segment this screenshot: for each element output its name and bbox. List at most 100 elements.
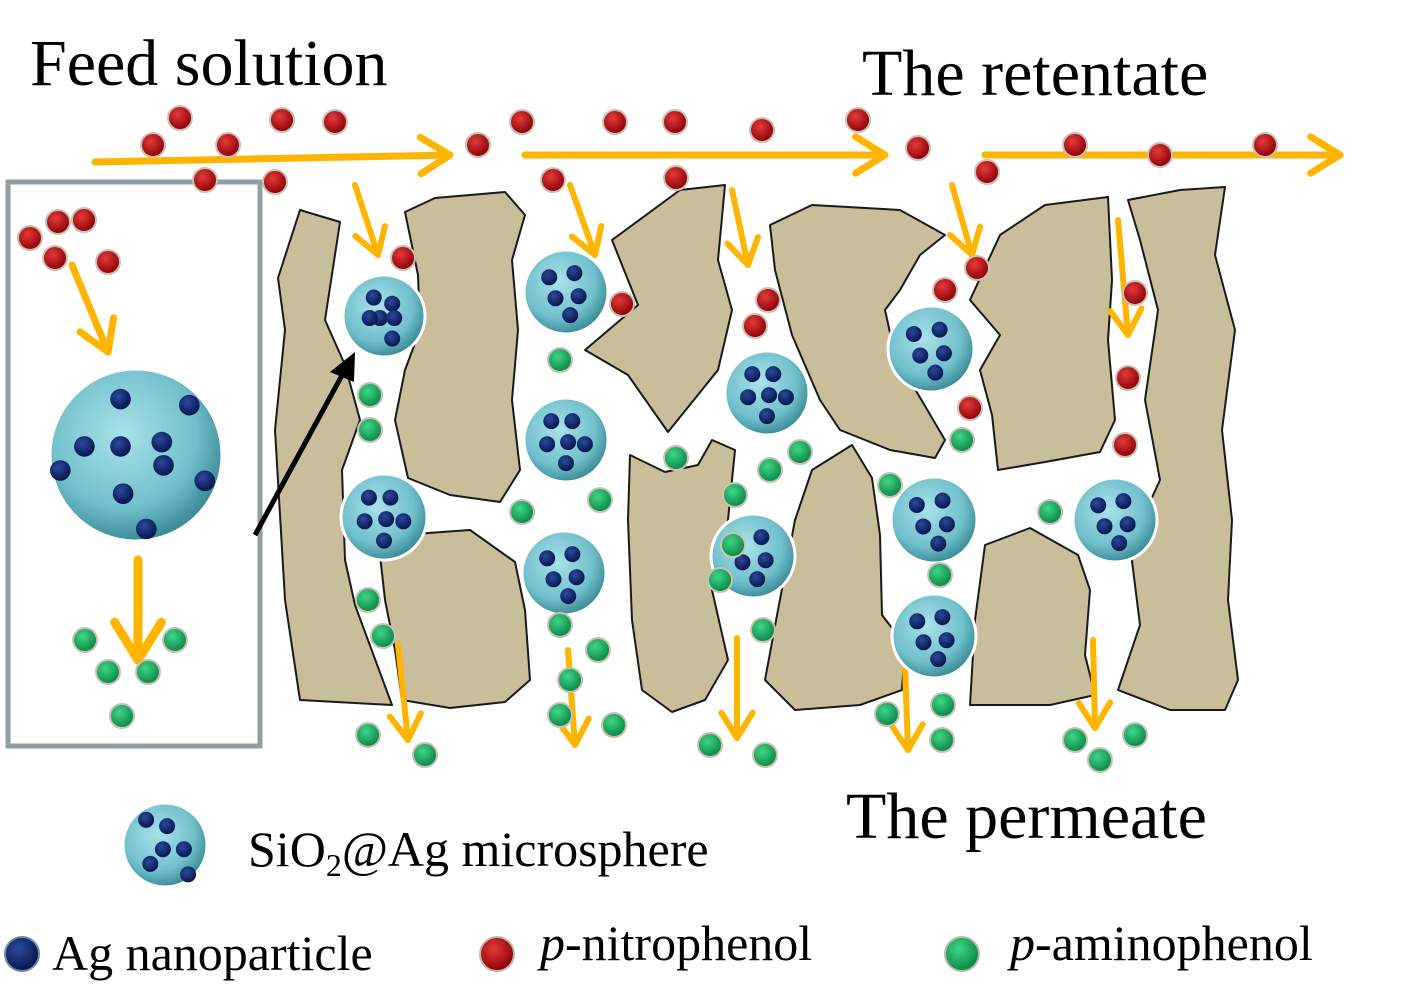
nitrophenol-molecule (390, 245, 416, 271)
ag-nanoparticle (909, 613, 926, 630)
ag-nanoparticle (558, 455, 574, 472)
flow-arrows (68, 133, 1344, 753)
molecules (17, 105, 1278, 773)
membrane-block (274, 209, 393, 706)
microsphere (723, 349, 811, 437)
ag-nanoparticle (138, 811, 155, 828)
membrane-block (584, 184, 733, 433)
flow-arrow (888, 662, 926, 753)
nitrophenol-molecule (465, 132, 491, 158)
aminophenol-molecule (601, 712, 627, 738)
ag-nanoparticle (753, 529, 770, 546)
microsphere (890, 592, 978, 680)
aminophenol-molecule (930, 692, 956, 718)
aminophenol-molecule (1087, 747, 1113, 773)
ag-nanoparticle (927, 364, 944, 381)
microsphere (889, 475, 979, 565)
flow-arrow (91, 133, 454, 178)
nitrophenol-molecule (1062, 132, 1088, 158)
ag-nanoparticle (384, 295, 401, 312)
ag-nanoparticle (1090, 497, 1107, 514)
nitrophenol-molecule (663, 165, 689, 191)
ag-nanoparticle (142, 855, 159, 872)
nitrophenol-molecule (662, 109, 688, 135)
legend-ag-icon (4, 936, 40, 972)
nitrophenol-molecule (602, 109, 628, 135)
ag-nanoparticle (74, 436, 95, 457)
aminophenol-molecule (547, 702, 573, 728)
aminophenol-molecule (547, 612, 573, 638)
membrane-block (1117, 186, 1239, 711)
aminophenol-molecule (355, 587, 381, 613)
ag-nanoparticle (541, 269, 558, 286)
nitrophenol-molecule (42, 245, 68, 271)
ag-nanoparticle (777, 389, 794, 406)
ag-nanoparticle (545, 571, 562, 588)
ag-nanoparticle (912, 347, 929, 364)
aminophenol-molecule (752, 742, 778, 768)
aminophenol-molecule (1062, 727, 1088, 753)
ag-nanoparticle (930, 651, 947, 668)
legend-ag-label: Ag nanoparticle (52, 925, 373, 981)
membrane-block (769, 204, 946, 459)
aminophenol-molecule (557, 667, 583, 693)
nitrophenol-molecule (905, 135, 931, 161)
aminophenol-molecule (1122, 722, 1148, 748)
ag-nanoparticle (566, 265, 583, 282)
microsphere (48, 367, 224, 543)
membrane (274, 184, 1239, 713)
ag-nanoparticle (365, 289, 382, 306)
aminophenol-molecule (707, 567, 733, 593)
microsphere (522, 248, 610, 336)
zoom-pointer-arrow (252, 352, 355, 537)
aminophenol-molecule (587, 487, 613, 513)
nitrophenol-molecule (140, 132, 166, 158)
microsphere (522, 396, 610, 484)
ag-nanoparticle (744, 366, 761, 383)
ag-nanoparticle (905, 325, 922, 342)
aminophenol-molecule (697, 732, 723, 758)
ag-nanoparticle (938, 516, 955, 533)
ag-nanoparticle (159, 818, 176, 835)
ag-nanoparticle (151, 431, 173, 453)
flow-arrow (567, 182, 605, 258)
ag-nanoparticle (539, 436, 556, 453)
flow-arrow (110, 555, 166, 665)
ag-nanoparticle (935, 345, 952, 362)
flow-arrow (554, 647, 592, 748)
legend-aminophenol-label: p-aminophenol (1007, 915, 1313, 971)
ag-nanoparticle (915, 634, 932, 651)
ag-nanoparticle (547, 290, 564, 307)
ag-nanoparticle (194, 470, 216, 492)
ag-nanoparticle (154, 841, 171, 858)
ag-nanoparticle (740, 389, 757, 406)
ag-nanoparticle (915, 518, 932, 535)
ag-nanoparticle (376, 532, 392, 549)
microsphere (339, 472, 429, 562)
nitrophenol-molecule (45, 209, 71, 235)
ag-nanoparticle (759, 408, 775, 425)
ag-nanoparticle (934, 609, 951, 626)
nitrophenol-molecule (845, 107, 871, 133)
nitrophenol-molecule (1252, 132, 1278, 158)
feed-solution-label: Feed solution (30, 27, 388, 100)
nitrophenol-molecule (1112, 432, 1138, 458)
nitrophenol-molecule (742, 313, 768, 339)
ag-nanoparticle (570, 288, 587, 305)
ag-nanoparticle (734, 554, 751, 571)
ag-nanoparticle (360, 489, 377, 506)
legend-aminophenol-icon (944, 936, 980, 972)
ag-nanoparticle (50, 460, 71, 481)
flow-arrow (68, 261, 118, 356)
aminophenol-molecule (109, 703, 135, 729)
flow-arrow (1107, 217, 1145, 338)
aminophenol-molecule (412, 742, 438, 768)
ag-nanoparticle (361, 310, 378, 327)
nitrophenol-molecule (1147, 142, 1173, 168)
nitrophenol-molecule (262, 169, 288, 195)
retentate-label: The retentate (862, 37, 1208, 110)
aminophenol-molecule (663, 445, 689, 471)
membrane-block (627, 439, 736, 713)
ag-nanoparticle (1096, 518, 1113, 535)
